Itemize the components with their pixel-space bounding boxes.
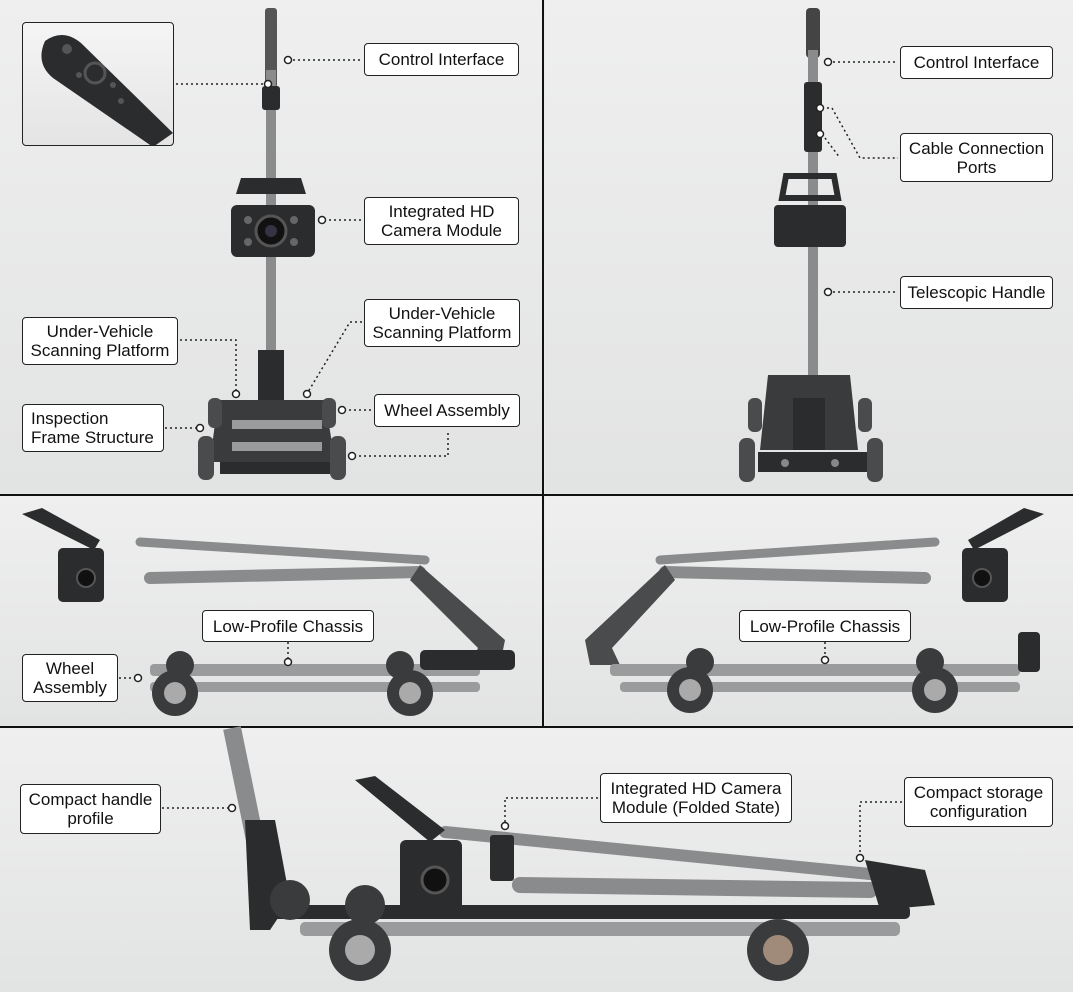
remote-control-illustration [41,35,173,145]
callout-frame-structure: Inspection Frame Structure [22,404,164,452]
callout-wheel-assembly-front: Wheel Assembly [374,394,520,427]
callout-chassis-left: Low-Profile Chassis [202,610,374,642]
rear-view-cart [739,8,883,482]
divider-horizontal-2 [0,726,1073,728]
callout-handle-profile: Compact handle profile [20,784,161,834]
callout-chassis-right: Low-Profile Chassis [739,610,911,642]
callout-telescopic-handle: Telescopic Handle [900,276,1053,309]
divider-vertical-top [542,0,544,496]
divider-horizontal-1 [0,494,1073,496]
callout-scanning-platform-left: Under-Vehicle Scanning Platform [22,317,178,365]
panel-folded [0,728,1073,992]
callout-scanning-platform-right: Under-Vehicle Scanning Platform [364,299,520,347]
remote-control-inset [22,22,174,146]
callout-cable-ports: Cable Connection Ports [900,133,1053,182]
front-view-cart [198,8,346,480]
callout-wheel-assembly-side: Wheel Assembly [22,654,118,702]
callout-control-interface-rear: Control Interface [900,46,1053,79]
callout-camera-folded: Integrated HD Camera Module (Folded Stat… [600,773,792,823]
divider-vertical-middle [542,496,544,726]
side-right-cart [585,508,1044,713]
callout-storage-config: Compact storage configuration [904,777,1053,827]
folded-cart [223,726,935,981]
side-left-cart [22,508,515,716]
callout-control-interface-front: Control Interface [364,43,519,76]
callout-camera-module-front: Integrated HD Camera Module [364,197,519,245]
